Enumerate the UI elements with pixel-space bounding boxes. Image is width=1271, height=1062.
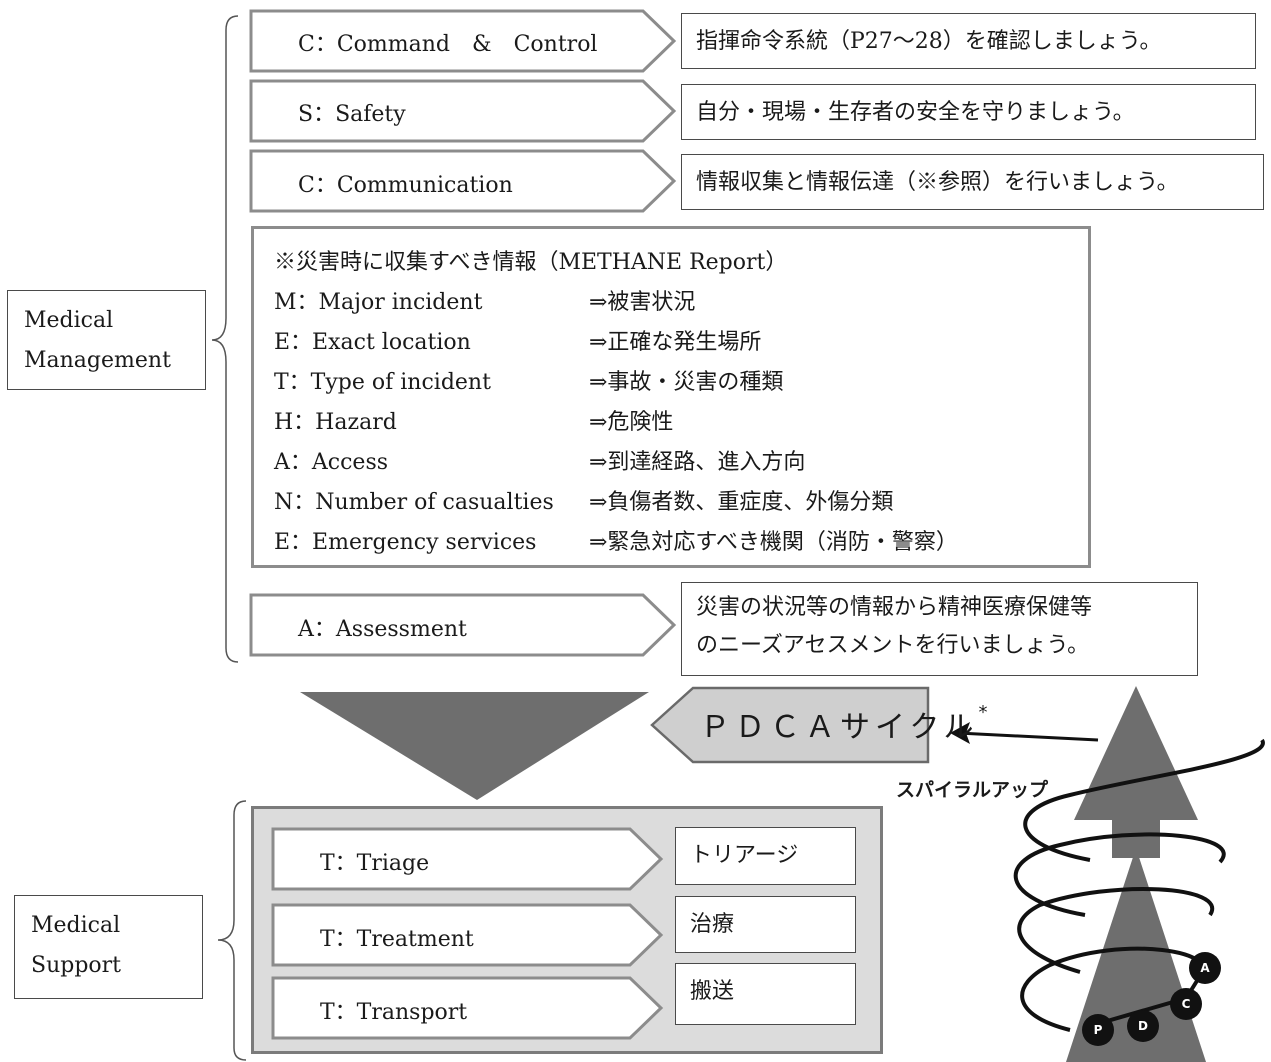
circle-label-c: C <box>1182 997 1191 1011</box>
management-brace <box>211 15 239 663</box>
methane-row: E：Exact location ⇒正確な発生場所 <box>274 323 1088 363</box>
arrow-communication <box>249 149 677 213</box>
circle-label-d: D <box>1138 1019 1148 1033</box>
methane-code: H：Hazard <box>274 410 397 435</box>
methane-code: N：Number of casualties <box>274 490 554 515</box>
triage-label: T：Triage <box>320 851 430 876</box>
medical-management-box: Medical Management <box>7 290 206 390</box>
circle-c <box>1170 988 1202 1020</box>
methane-meaning: ⇒正確な発生場所 <box>589 330 762 355</box>
assessment-desc: 災害の状況等の情報から精神医療保健等 のニーズアセスメントを行いましょう。 <box>681 582 1198 676</box>
assessment-desc-line1: 災害の状況等の情報から精神医療保健等 <box>696 595 1093 620</box>
spiral-arrow-line <box>957 731 1099 742</box>
arrow-safety <box>249 79 677 143</box>
safety-desc: 自分・現場・生存者の安全を守りましょう。 <box>681 84 1256 140</box>
circle-a <box>1189 952 1221 984</box>
methane-meaning: ⇒事故・災害の種類 <box>589 370 784 395</box>
methane-code: T：Type of incident <box>274 370 491 395</box>
methane-meaning: ⇒負傷者数、重症度、外傷分類 <box>589 490 894 515</box>
down-triangle <box>300 692 649 800</box>
methane-row: M：Major incident ⇒被害状況 <box>274 283 1088 323</box>
circle-label-a: A <box>1200 961 1210 975</box>
communication-desc: 情報収集と情報伝達（※参照）を行いましょう。 <box>681 154 1264 210</box>
methane-meaning: ⇒危険性 <box>589 410 674 435</box>
spiral <box>1013 738 1265 1032</box>
communication-label: C：Communication <box>298 173 513 198</box>
circle-d <box>1127 1010 1159 1042</box>
pdca-label-text: ＰＤＣＡサイクル <box>700 710 979 745</box>
transport-label: T：Transport <box>320 1000 468 1025</box>
management-label-line1: Medical <box>24 308 114 333</box>
methane-row: H：Hazard ⇒危険性 <box>274 403 1088 443</box>
methane-box: ※災害時に収集すべき情報（METHANE Report） M：Major inc… <box>251 226 1091 568</box>
command-desc: 指揮命令系統（P27〜28）を確認しましょう。 <box>681 13 1256 69</box>
methane-row: E：Emergency services ⇒緊急対応すべき機関（消防・警察） <box>274 523 1088 563</box>
arrow-assessment <box>249 593 677 657</box>
methane-code: M：Major incident <box>274 290 483 315</box>
methane-row: A：Access ⇒到達経路、進入方向 <box>274 443 1088 483</box>
treatment-desc: 治療 <box>675 896 856 953</box>
arrow-command <box>249 9 677 73</box>
support-label-line2: Support <box>31 953 122 978</box>
upper-arrow <box>1074 686 1198 820</box>
methane-row: N：Number of casualties ⇒負傷者数、重症度、外傷分類 <box>274 483 1088 523</box>
spiral-arrow-head <box>950 722 970 744</box>
medical-support-box: Medical Support <box>14 895 203 999</box>
pdca-label: ＰＤＣＡサイクル* <box>700 702 988 746</box>
assessment-desc-line2: のニーズアセスメントを行いましょう。 <box>696 633 1090 658</box>
transport-desc: 搬送 <box>675 963 856 1025</box>
command-label: C：Command & Control <box>298 32 598 57</box>
methane-meaning: ⇒被害状況 <box>589 290 696 315</box>
methane-row: T：Type of incident ⇒事故・災害の種類 <box>274 363 1088 403</box>
spiral-up-label: スパイラルアップ <box>896 779 1049 801</box>
methane-code: E：Emergency services <box>274 530 537 555</box>
triage-desc: トリアージ <box>675 827 856 885</box>
methane-title: ※災害時に収集すべき情報（METHANE Report） <box>274 250 788 275</box>
methane-code: E：Exact location <box>274 330 471 355</box>
pdca-pentagon <box>650 686 930 764</box>
support-label-line1: Medical <box>31 913 121 938</box>
circle-p <box>1082 1014 1114 1046</box>
circle-label-p: P <box>1094 1023 1103 1037</box>
methane-meaning: ⇒到達経路、進入方向 <box>589 450 806 475</box>
assessment-label: A：Assessment <box>298 617 467 642</box>
methane-code: A：Access <box>274 450 389 475</box>
support-brace <box>217 800 247 1061</box>
management-label-line2: Management <box>24 348 171 373</box>
pdca-asterisk: * <box>978 702 988 723</box>
treatment-label: T：Treatment <box>320 927 474 952</box>
safety-label: S：Safety <box>298 102 406 127</box>
methane-meaning: ⇒緊急対応すべき機関（消防・警察） <box>589 530 958 555</box>
